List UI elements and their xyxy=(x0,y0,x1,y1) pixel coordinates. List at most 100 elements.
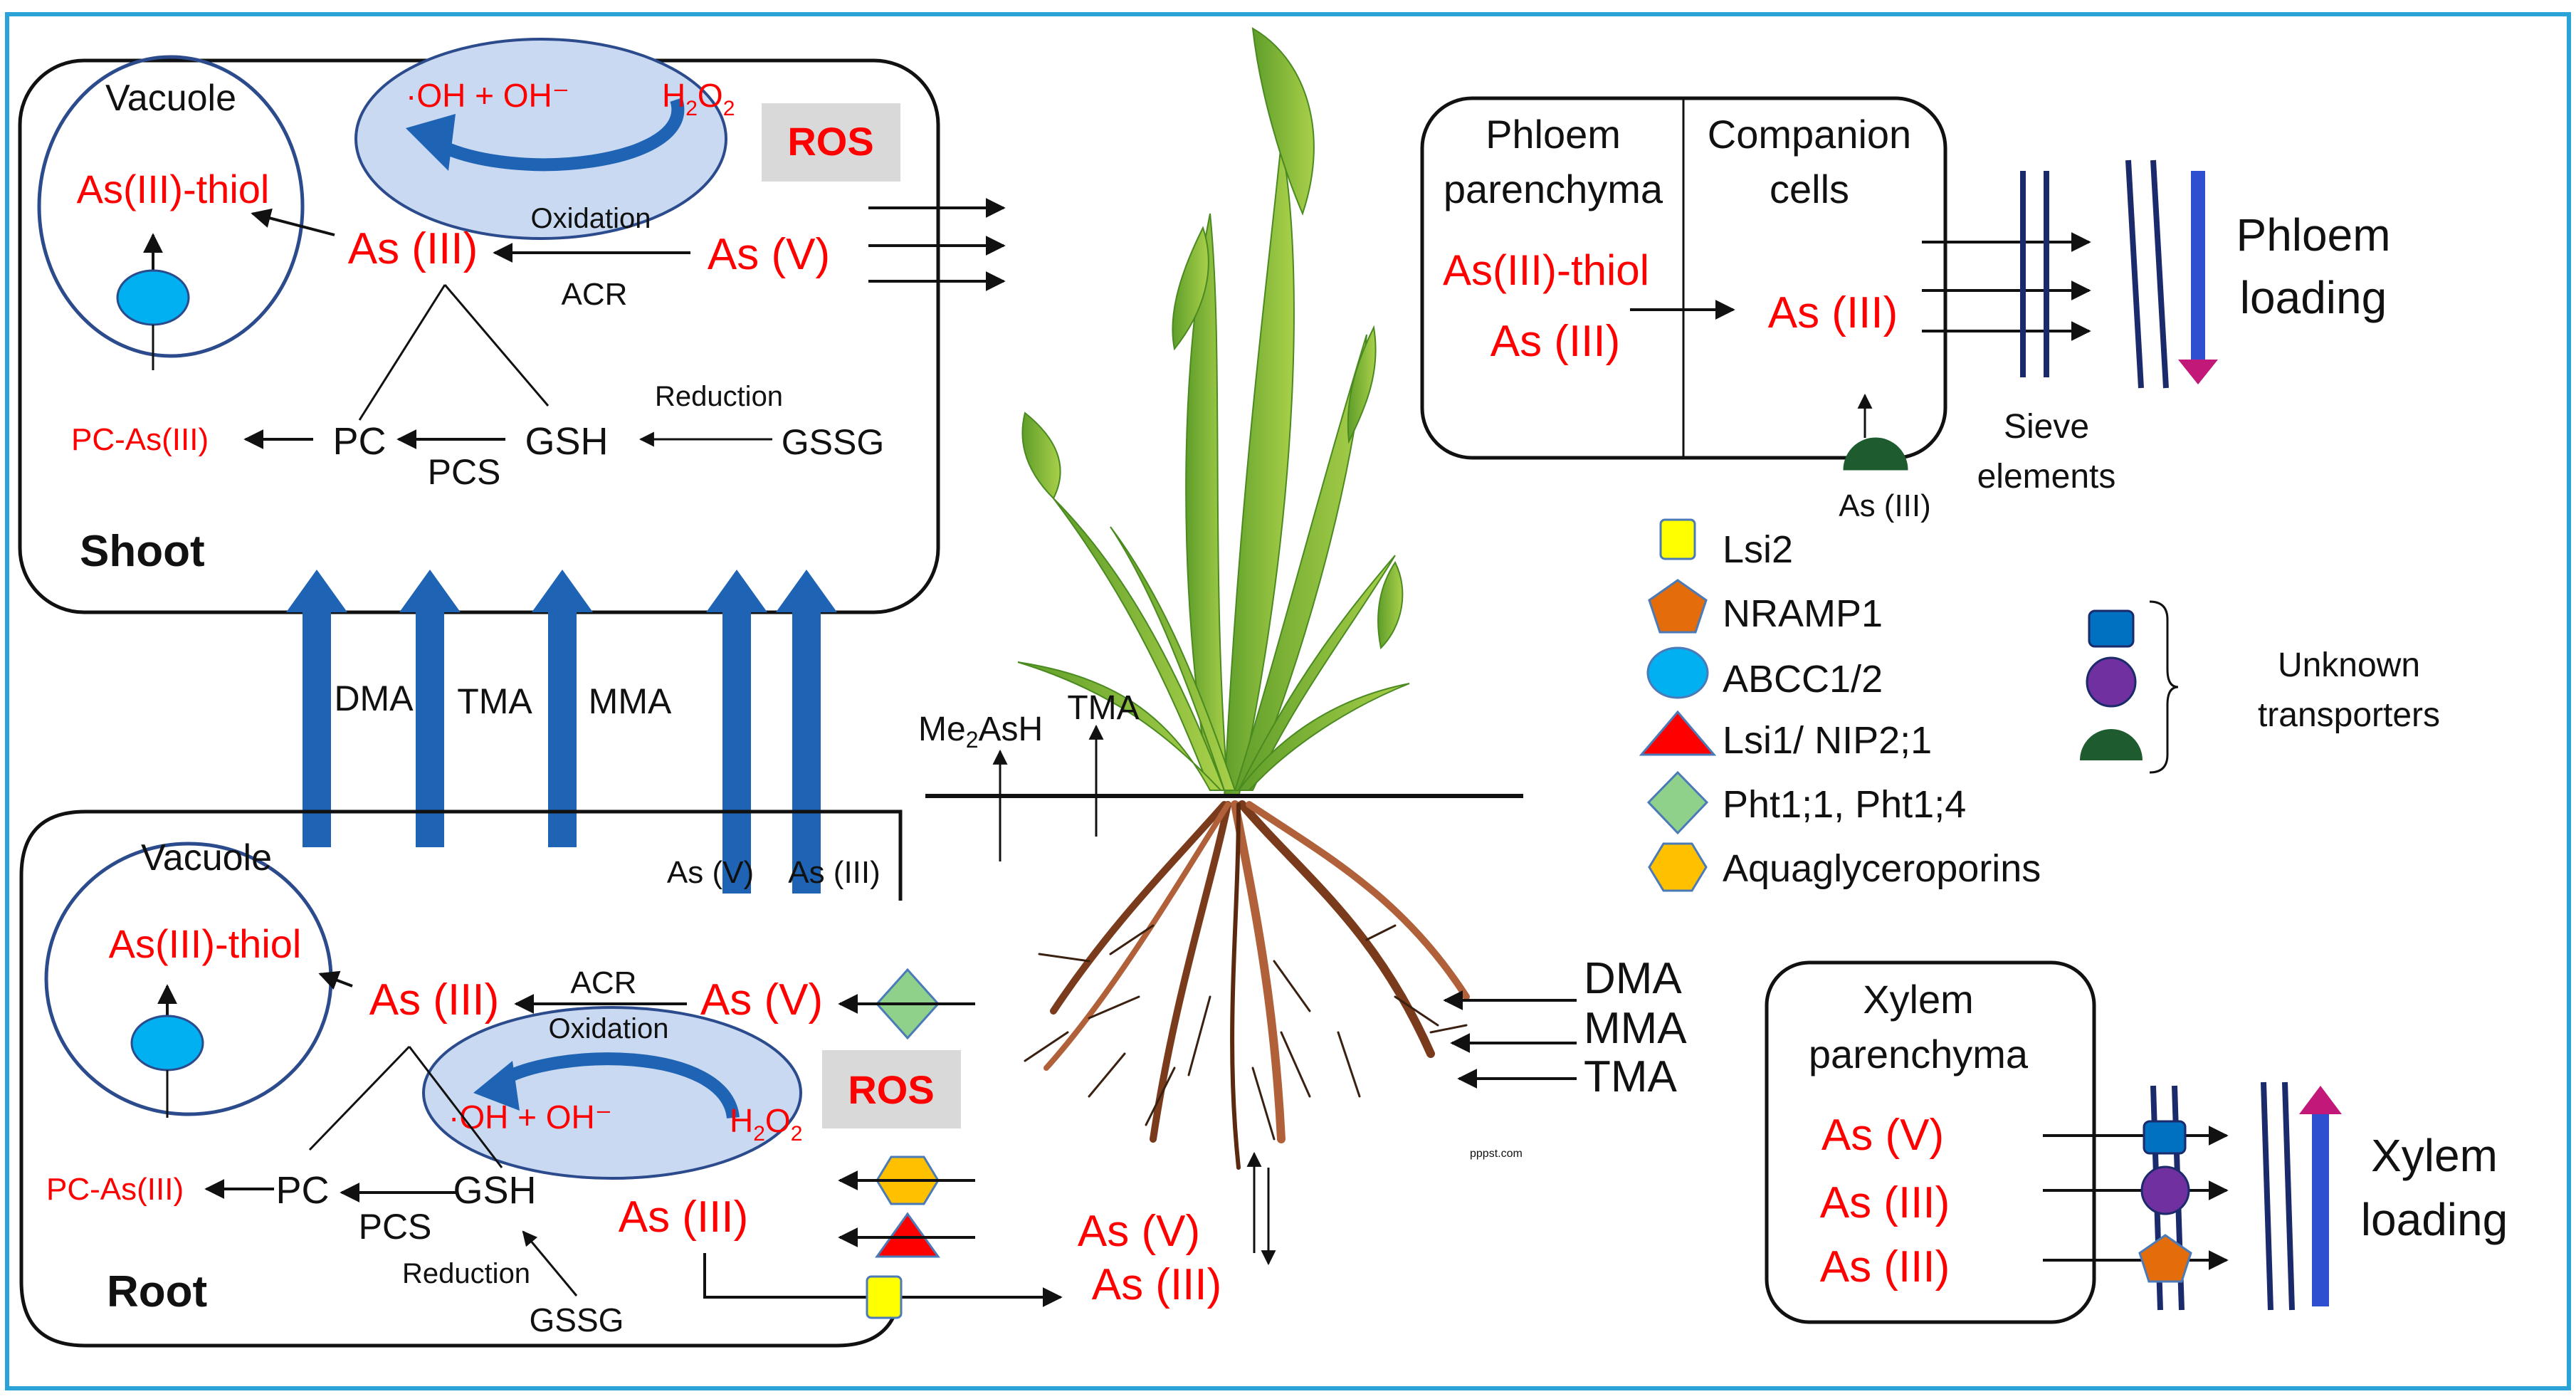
plant-tma: TMA xyxy=(1067,689,1139,727)
phloem-panel: Phloem parenchyma Companion cells As(III… xyxy=(1420,96,2391,523)
legend-lsi1-symbol xyxy=(1639,710,1717,756)
shoot-acr: ACR xyxy=(562,277,628,312)
root-cycle-arrow xyxy=(495,1052,740,1119)
xylem-loading-arrow xyxy=(2312,1111,2329,1306)
shoot-vacuole xyxy=(37,55,305,358)
phloem-as3-right: As (III) xyxy=(1768,288,1898,337)
arrow-tma xyxy=(416,609,444,847)
sieve-l2: elements xyxy=(1977,458,2116,496)
legend-aqua: Aquaglyceroporins xyxy=(1723,847,2041,890)
root-gssg: GSSG xyxy=(530,1301,624,1338)
shoot-h2o2: H2O2 xyxy=(662,77,735,120)
legend: Lsi2 NRAMP1 ABCC1/2 Lsi1/ NIP2;1 Pht1;1,… xyxy=(1639,518,2440,892)
lsi2-transporter xyxy=(866,1275,903,1319)
outer-frame xyxy=(5,12,2571,1390)
phloem-unknown-transporter xyxy=(1843,437,1908,471)
legend-unknown-circle xyxy=(2086,656,2137,708)
transport-tma: TMA xyxy=(457,681,532,721)
plant-illustration: pppst.com Me2AsH TMA As (V) As (III) DMA… xyxy=(918,27,1687,1309)
root-vacuole-label: Vacuole xyxy=(141,837,272,879)
legend-unknown-l2: transporters xyxy=(2258,696,2440,734)
transport-mma: MMA xyxy=(589,681,672,721)
phloem-loading-l2: loading xyxy=(2240,272,2387,323)
arrow-mma xyxy=(548,609,577,847)
shoot-pcs: PCS xyxy=(428,452,501,492)
shoot-label: Shoot xyxy=(80,527,205,576)
legend-unknown-l1: Unknown xyxy=(2278,646,2420,684)
shoot-cycle-arrow xyxy=(431,98,685,172)
shoot-as3-thiol: As(III)-thiol xyxy=(77,167,270,211)
root-input-mma: MMA xyxy=(1584,1004,1687,1053)
shoot-as5: As (V) xyxy=(708,230,830,279)
shoot-abcc-transporter xyxy=(116,269,190,326)
xylem-parenchyma-l2: parenchyma xyxy=(1809,1032,2029,1076)
root-pcs: PCS xyxy=(359,1207,432,1247)
xylem-as3-b: As (III) xyxy=(1820,1242,1950,1291)
legend-nramp1: NRAMP1 xyxy=(1723,592,1883,635)
xylem-nramp1 xyxy=(2138,1234,2192,1283)
root-oh-text: ·OH + OH⁻ xyxy=(448,1099,612,1136)
root-ros-box xyxy=(822,1050,961,1128)
legend-abcc-symbol xyxy=(1646,646,1709,699)
phloem-as3-thiol: As(III)-thiol xyxy=(1443,246,1649,294)
root-pc: PC xyxy=(275,1169,329,1212)
plant-me2ash: Me2AsH xyxy=(918,711,1043,753)
xylem-unknown-square xyxy=(2143,1120,2187,1155)
shoot-gsh: GSH xyxy=(525,420,608,463)
legend-aqua-symbol xyxy=(1648,842,1708,892)
legend-lsi2: Lsi2 xyxy=(1723,528,1793,571)
transport-dma: DMA xyxy=(334,678,414,718)
legend-unknown-half xyxy=(2080,729,2143,760)
shoot-panel: Vacuole As(III)-thiol ·OH + OH⁻ H2O2 Oxi… xyxy=(18,38,1006,614)
shoot-oh-text: ·OH + OH⁻ xyxy=(406,77,569,114)
xylem-box xyxy=(1765,960,2096,1324)
phloem-as3-below: As (III) xyxy=(1839,488,1931,523)
soil-as5: As (V) xyxy=(1078,1207,1200,1256)
xylem-as5: As (V) xyxy=(1821,1111,1944,1160)
arrow-as5 xyxy=(722,609,751,894)
shoot-as3: As (III) xyxy=(348,224,478,273)
root-reduction: Reduction xyxy=(402,1258,530,1289)
companion-l1: Companion xyxy=(1708,112,1911,157)
shoot-vacuole-label: Vacuole xyxy=(105,78,236,119)
root-h2o2: H2O2 xyxy=(730,1102,802,1146)
root-as5: As (V) xyxy=(700,975,823,1025)
xylem-as3-a: As (III) xyxy=(1820,1178,1950,1227)
root-acr: ACR xyxy=(571,965,637,1000)
transport-as3: As (III) xyxy=(788,855,880,890)
root-oxidation: Oxidation xyxy=(549,1013,669,1044)
phloem-parenchyma-l1: Phloem xyxy=(1486,112,1621,157)
xylem-panel: Xylem parenchyma As (V) As (III) As (III… xyxy=(1765,960,2508,1324)
legend-abcc: ABCC1/2 xyxy=(1723,658,1883,701)
root-box xyxy=(19,809,903,1348)
legend-lsi1: Lsi1/ NIP2;1 xyxy=(1723,719,1932,762)
legend-pht: Pht1;1, Pht1;4 xyxy=(1723,783,1966,826)
lsi1-transporter xyxy=(875,1212,940,1258)
root-input-tma: TMA xyxy=(1584,1052,1678,1101)
root-vacuole xyxy=(44,842,333,1116)
sieve-lines xyxy=(2020,159,2169,389)
xylem-unknown-circle xyxy=(2140,1165,2190,1215)
root-abcc-transporter xyxy=(130,1015,204,1071)
sieve-l1: Sieve xyxy=(2004,408,2089,446)
root-input-dma: DMA xyxy=(1584,954,1682,1003)
xylem-parenchyma-l1: Xylem xyxy=(1863,977,1974,1022)
legend-pht-symbol xyxy=(1646,770,1709,835)
phloem-parenchyma-l2: parenchyma xyxy=(1444,167,1663,211)
shoot-ros-box xyxy=(762,103,900,182)
companion-l2: cells xyxy=(1770,167,1849,211)
root-as3-thiol: As(III)-thiol xyxy=(109,921,302,966)
root-ros-ellipse xyxy=(422,1006,802,1180)
arrow-as3 xyxy=(792,609,821,894)
shoot-oxidation: Oxidation xyxy=(531,203,651,234)
legend-nramp1-symbol xyxy=(1648,579,1708,634)
shoot-reduction: Reduction xyxy=(655,381,783,412)
root-to-shoot-transport: DMA TMA MMA As (V) As (III) xyxy=(286,570,880,894)
shoot-pc: PC xyxy=(332,420,386,463)
root-as3-lower: As (III) xyxy=(619,1193,749,1242)
root-panel: Vacuole As(III)-thiol As (III) As (V) AC… xyxy=(19,809,1063,1348)
shoot-gssg: GSSG xyxy=(782,422,884,462)
phloem-loading-l1: Phloem xyxy=(2236,209,2391,261)
